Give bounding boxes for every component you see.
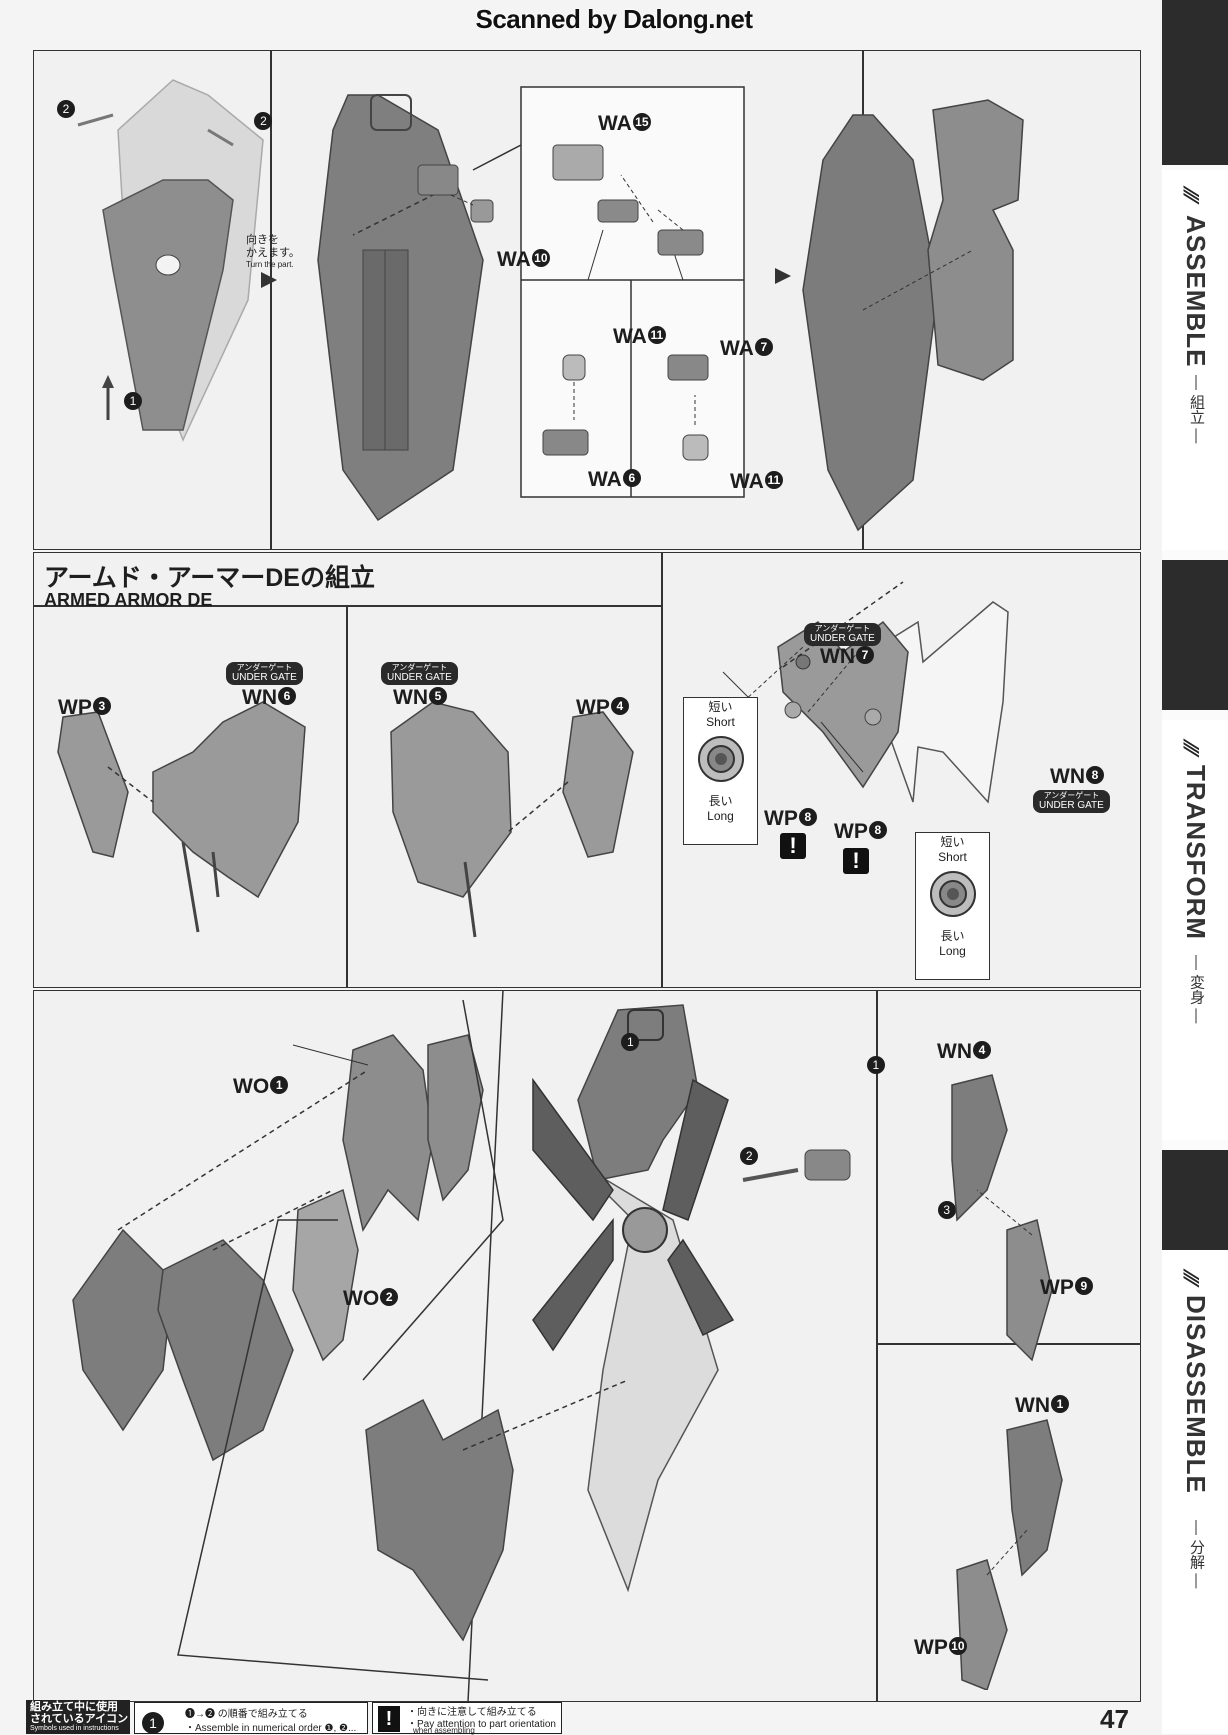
caution-icon-a: !	[780, 833, 806, 859]
sidebar-transform-area	[1162, 720, 1228, 1140]
footer-order-jp: ❶→❷ の順番で組み立てる	[185, 1709, 308, 1720]
side-illustrations	[951, 1074, 1063, 1690]
callout-a-short-jp: 短い	[708, 700, 733, 714]
footer-order-legend: 1 ❶→❷ の順番で組み立てる ・Assemble in numerical o…	[134, 1702, 368, 1734]
sidebar-band-lower	[1162, 1150, 1228, 1250]
bottom-step-2-marker: 2	[740, 1147, 759, 1165]
orientation-callout-a: 短い Short 長い Long	[683, 697, 758, 845]
top-illustrations	[77, 79, 1024, 532]
caution-icon-b: !	[843, 848, 869, 874]
armed-header-rule	[33, 605, 661, 607]
footer-orientation-legend: ! ・向きに注意して組み立てる ・Pay attention to part o…	[372, 1702, 562, 1735]
wa10-part	[417, 164, 494, 223]
callout-b-long-jp: 長い	[940, 929, 965, 943]
callout-a-long-jp: 長い	[708, 794, 733, 808]
footer-caution-icon: !	[378, 1706, 400, 1732]
footer-icons-en: Symbols used in instructions	[30, 1725, 119, 1732]
sidebar-assemble-area	[1162, 170, 1228, 550]
footer-orient-en-1: ・Pay attention to part orientation	[407, 1719, 556, 1730]
footer-order-en: ・Assemble in numerical order ❶, ❷...	[185, 1723, 357, 1734]
bottom-illustrations	[72, 990, 851, 1702]
footer-order-icon: 1	[142, 1712, 164, 1734]
step-2-left-marker: 2	[57, 100, 75, 118]
turn-note-jp-1: 向きを	[246, 234, 279, 246]
armed-divider-1	[346, 605, 348, 988]
shield-part-right	[802, 99, 1024, 532]
page-number: 47	[1100, 1704, 1129, 1734]
turn-note-jp-2: かえます。	[246, 247, 300, 259]
orientation-callout-b: 短い Short 長い Long	[915, 832, 990, 980]
sidebar-disassemble-area	[1162, 1250, 1228, 1734]
footer-icons-jp-2: されているアイコン	[30, 1713, 129, 1725]
callout-b-ring-diagram	[929, 871, 976, 917]
top-divider-1	[270, 50, 272, 550]
assemble-slash-icon: ⁄⁄⁄	[1178, 189, 1204, 201]
footer-icons-legend-title: 組み立て中に使用 されているアイコン Symbols used in instr…	[26, 1700, 130, 1734]
sidebar-assemble-label: ASSEMBLE	[1181, 215, 1211, 368]
step-2-right-marker: 2	[254, 112, 273, 130]
armed-divider-2	[661, 552, 663, 988]
wn1-panel	[877, 1344, 1141, 1702]
bottom-step-1-right-marker: 1	[866, 1056, 885, 1074]
footer-icons-jp-1: 組み立て中に使用	[30, 1701, 118, 1713]
disassemble-slash-icon: ⁄⁄⁄	[1178, 1272, 1204, 1284]
armed-illustrations	[57, 581, 1009, 938]
shield-part-left	[77, 79, 264, 442]
callout-a-long-en: Long	[707, 809, 734, 823]
turn-note: 向きを かえます。 Turn the part.	[246, 234, 300, 269]
callout-a-short-en: Short	[706, 715, 735, 729]
footer-orient-jp: ・向きに注意して組み立てる	[407, 1707, 537, 1718]
turn-note-en: Turn the part.	[246, 260, 294, 269]
armed-armor-title-jp: アームド・アーマーDEの組立	[44, 564, 375, 592]
bottom-step-3-marker: 3	[937, 1201, 956, 1219]
callout-b-short-en: Short	[938, 850, 967, 864]
watermark-text: Scanned by Dalong.net	[475, 4, 754, 34]
sidebar-disassemble-jp: — 分解 —	[1188, 1520, 1205, 1589]
sidebar-assemble-jp: — 組立 —	[1188, 375, 1205, 444]
bottom-step-1-left-marker: 1	[621, 1033, 640, 1051]
sidebar-band-middle	[1162, 560, 1228, 710]
sidebar-band-top	[1162, 0, 1228, 165]
shield-part-middle	[317, 94, 484, 522]
transform-slash-icon: ⁄⁄⁄	[1178, 742, 1204, 754]
sidebar-disassemble-label: DISASSEMBLE	[1181, 1295, 1211, 1494]
sidebar-transform-label: TRANSFORM	[1181, 765, 1211, 941]
callout-a-ring-diagram	[697, 736, 744, 782]
sidebar-transform-jp: — 変身 —	[1188, 955, 1205, 1024]
footer-orient-en-2: when assembling	[413, 1726, 475, 1735]
armed-armor-title-en: ARMED ARMOR DE	[44, 590, 213, 610]
step-1-marker: 1	[123, 392, 142, 410]
callout-b-short-jp: 短い	[940, 835, 965, 849]
callout-b-long-en: Long	[939, 944, 966, 958]
